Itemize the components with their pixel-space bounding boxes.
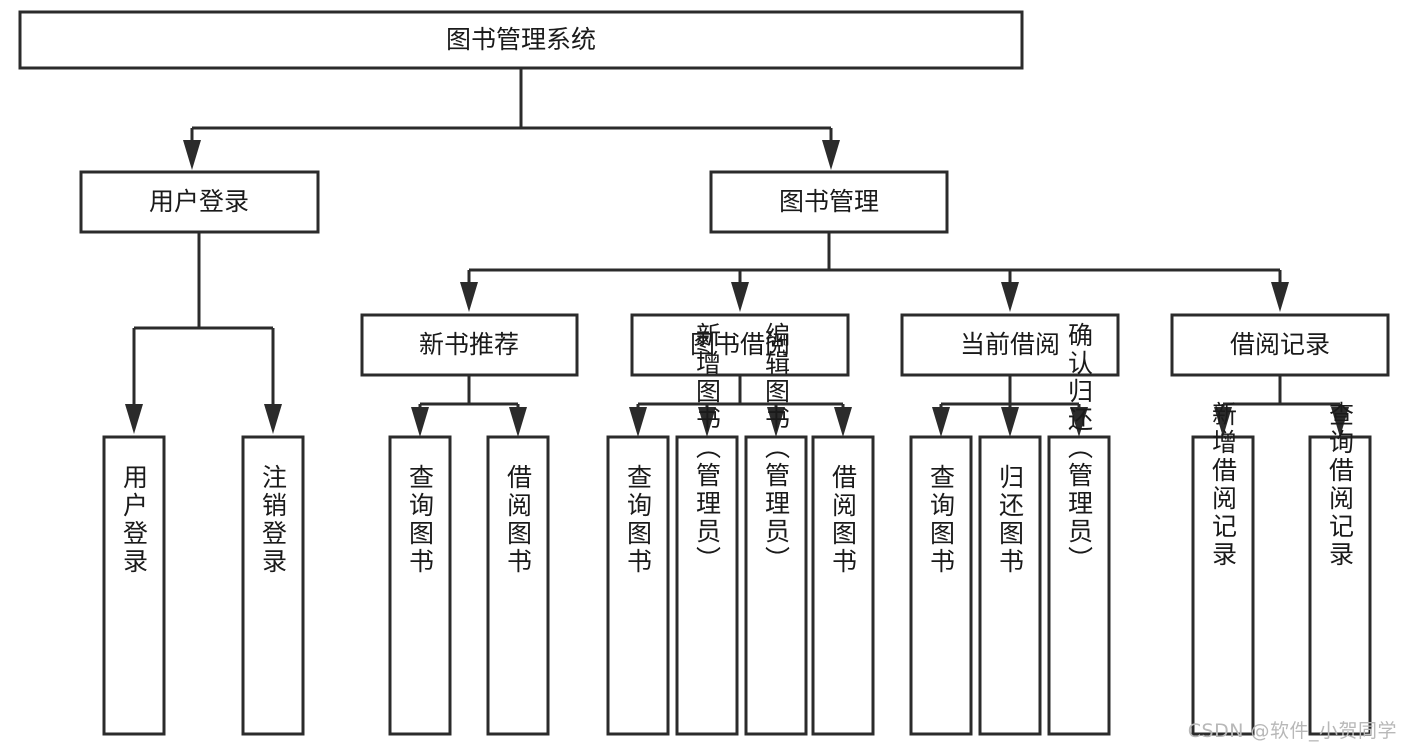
node-leaf-query-book-1-label: 查询图书: [406, 464, 435, 576]
node-leaf-edit-book-label: 编辑图书（管理员）: [762, 322, 791, 574]
edge-group-newbook-to-leaves: [411, 375, 527, 437]
node-leaf-confirm-return-label: 确认归还（管理员）: [1065, 322, 1094, 574]
edge-group-bookborrow-to-leaves: [629, 375, 852, 437]
node-current-borrow[interactable]: 当前借阅: [900, 313, 1120, 377]
node-leaf-add-book-label: 新增图书（管理员）: [693, 322, 722, 574]
node-book-manage[interactable]: 图书管理: [709, 170, 949, 234]
node-leaf-return-book-label: 归还图书: [996, 464, 1025, 576]
node-borrow-record-box[interactable]: [1170, 313, 1390, 377]
arrow-head-icon: [411, 407, 429, 437]
node-leaf-query-book-2-label: 查询图书: [624, 464, 653, 576]
node-leaf-confirm-return-box[interactable]: [1047, 435, 1111, 736]
node-leaf-edit-book[interactable]: 编辑图书（管理员）: [744, 322, 808, 736]
node-leaf-logout-box[interactable]: [241, 435, 305, 736]
node-leaf-query-record[interactable]: 查询借阅记录: [1308, 401, 1372, 736]
node-leaf-add-record-label: 新增借阅记录: [1209, 401, 1238, 569]
arrow-head-icon: [183, 140, 201, 170]
node-leaf-borrow-book-2-label: 借阅图书: [829, 464, 858, 576]
node-leaf-return-book-box[interactable]: [978, 435, 1042, 736]
node-borrow-record[interactable]: 借阅记录: [1170, 313, 1390, 377]
node-leaf-query-book-3-box[interactable]: [909, 435, 973, 736]
arrow-head-icon: [834, 407, 852, 437]
node-leaf-query-book-1-box[interactable]: [388, 435, 452, 736]
node-leaf-user-login-box[interactable]: [102, 435, 166, 736]
node-leaf-query-book-2[interactable]: 查询图书: [606, 435, 670, 736]
node-new-book-recommend-box[interactable]: [360, 313, 579, 377]
node-leaf-return-book[interactable]: 归还图书: [978, 435, 1042, 736]
node-leaf-edit-book-box[interactable]: [744, 435, 808, 736]
arrow-head-icon: [509, 407, 527, 437]
node-leaf-borrow-book-1-label: 借阅图书: [504, 464, 533, 576]
node-leaf-borrow-book-2-box[interactable]: [811, 435, 875, 736]
node-leaf-add-book-box[interactable]: [675, 435, 739, 736]
node-new-book-recommend[interactable]: 新书推荐: [360, 313, 579, 377]
node-borrow-record-label: 借阅记录: [1230, 330, 1330, 359]
node-leaf-query-book-3-label: 查询图书: [927, 464, 956, 576]
node-leaf-borrow-book-2[interactable]: 借阅图书: [811, 435, 875, 736]
edge-group-userlogin-to-leaves: [125, 232, 282, 434]
node-leaf-user-login[interactable]: 用户登录: [102, 435, 166, 736]
node-leaf-query-record-label: 查询借阅记录: [1326, 401, 1355, 569]
node-new-book-recommend-label: 新书推荐: [419, 330, 519, 359]
edge-group-root-to-level2: [183, 68, 840, 170]
node-leaf-confirm-return[interactable]: 确认归还（管理员）: [1047, 322, 1111, 736]
node-leaf-logout-label: 注销登录: [259, 464, 288, 576]
node-root[interactable]: 图书管理系统: [18, 10, 1024, 70]
node-leaf-add-record-box[interactable]: [1191, 435, 1255, 736]
node-current-borrow-label: 当前借阅: [960, 330, 1060, 359]
arrow-head-icon: [731, 282, 749, 312]
node-book-borrow-box[interactable]: [630, 313, 850, 377]
edge-group-borrowrecord-to-leaves: [1214, 375, 1349, 437]
arrow-head-icon: [1001, 407, 1019, 437]
node-leaf-query-record-box[interactable]: [1308, 435, 1372, 736]
node-leaf-query-book-3[interactable]: 查询图书: [909, 435, 973, 736]
node-book-borrow[interactable]: 图书借阅: [630, 313, 850, 377]
node-leaf-borrow-book-1-box[interactable]: [486, 435, 550, 736]
node-book-borrow-label: 图书借阅: [690, 330, 790, 359]
arrow-head-icon: [460, 282, 478, 312]
arrow-head-icon: [1001, 282, 1019, 312]
node-root-box[interactable]: [18, 10, 1024, 70]
node-leaf-user-login-label: 用户登录: [120, 464, 149, 576]
arrow-head-icon: [822, 140, 840, 170]
node-user-login-label: 用户登录: [149, 187, 249, 216]
arrow-head-icon: [125, 404, 143, 434]
edge-group-bookmanage-to-level3: [460, 232, 1289, 312]
edge-group-currentborrow-to-leaves: [932, 375, 1088, 437]
node-leaf-query-book-1[interactable]: 查询图书: [388, 435, 452, 736]
node-book-manage-box[interactable]: [709, 170, 949, 234]
arrow-head-icon: [1271, 282, 1289, 312]
node-root-label: 图书管理系统: [446, 25, 596, 54]
arrow-head-icon: [932, 407, 950, 437]
node-user-login-box[interactable]: [79, 170, 320, 234]
node-leaf-add-book[interactable]: 新增图书（管理员）: [675, 322, 739, 736]
node-leaf-logout[interactable]: 注销登录: [241, 435, 305, 736]
arrow-head-icon: [629, 407, 647, 437]
node-leaf-borrow-book-1[interactable]: 借阅图书: [486, 435, 550, 736]
node-leaf-query-book-2-box[interactable]: [606, 435, 670, 736]
node-leaf-add-record[interactable]: 新增借阅记录: [1191, 401, 1255, 736]
node-current-borrow-box[interactable]: [900, 313, 1120, 377]
node-user-login[interactable]: 用户登录: [79, 170, 320, 234]
node-book-manage-label: 图书管理: [779, 187, 879, 216]
arrow-head-icon: [264, 404, 282, 434]
